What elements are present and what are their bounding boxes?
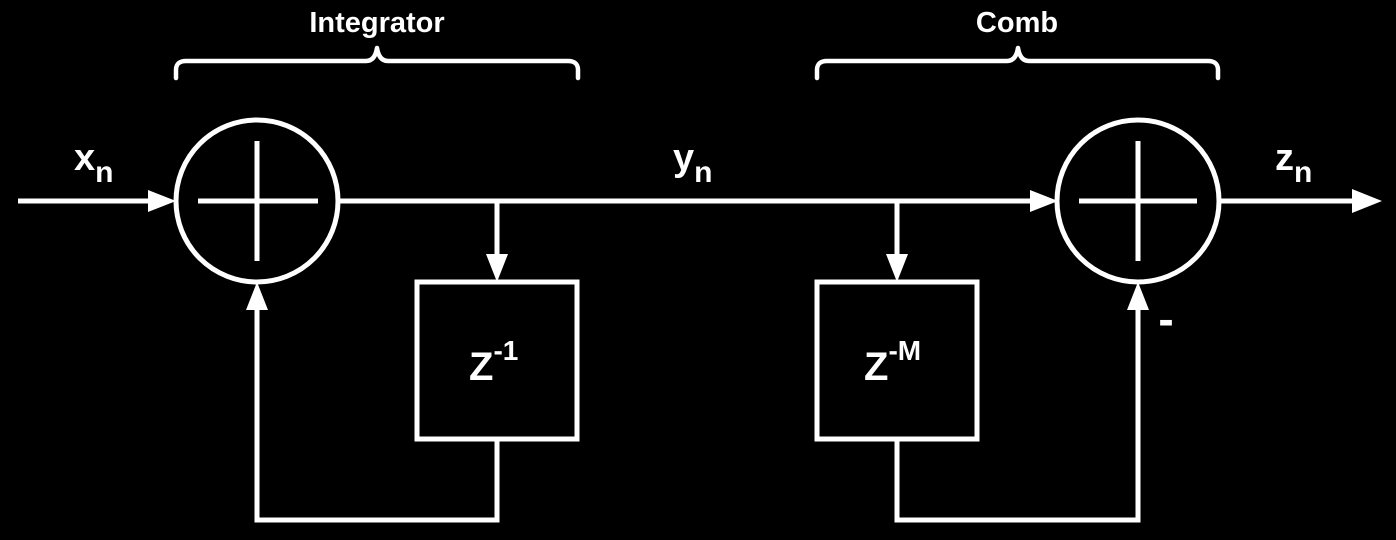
comb-brace xyxy=(814,45,1221,81)
output-arrowhead xyxy=(1352,189,1382,213)
comb-adder xyxy=(1054,117,1222,285)
integrator-feedback-wire xyxy=(254,306,500,523)
comb-feedback-minus-sign: - xyxy=(1158,293,1173,345)
input-signal-label: xn xyxy=(74,137,113,189)
middle-signal-label: yn xyxy=(673,137,712,189)
comb-feedback-arrowhead xyxy=(1127,282,1149,310)
comb-delay-label: Z-M xyxy=(864,335,921,389)
integrator-delay-arrowhead xyxy=(486,254,508,282)
integrator-feedback-arrowhead xyxy=(246,282,268,310)
comb-adder-input-arrowhead xyxy=(1030,190,1058,212)
integrator-adder xyxy=(173,117,341,285)
integrator-brace xyxy=(173,45,581,81)
comb-delay-arrowhead xyxy=(886,254,908,282)
comb-feedback-wire xyxy=(894,306,1141,523)
integrator-label: Integrator xyxy=(309,7,444,39)
input-arrowhead xyxy=(148,190,176,212)
output-signal-label: zn xyxy=(1275,137,1312,189)
integrator-delay-label: Z-1 xyxy=(469,335,518,389)
comb-label: Comb xyxy=(976,7,1058,39)
